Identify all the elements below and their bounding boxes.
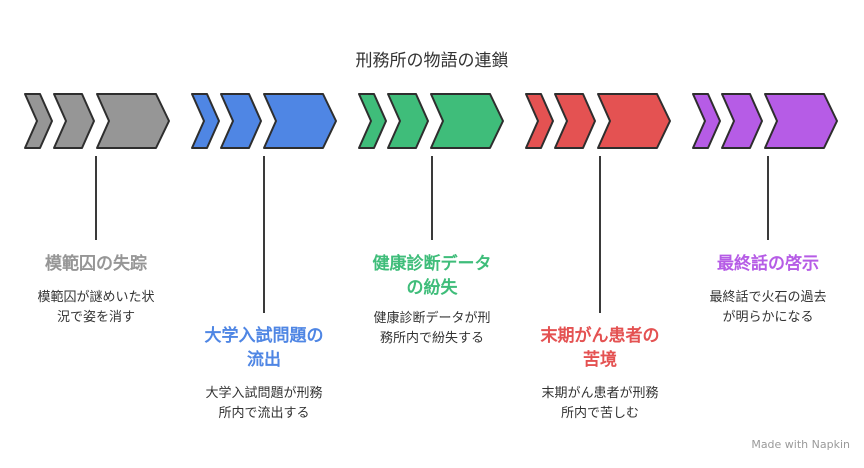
- stage-4-heading-line: 末期がん患者の: [540, 326, 660, 346]
- stage-4-chevron-3: [597, 93, 671, 149]
- stage-2-chevron-2: [220, 93, 262, 149]
- stage-5-chevrons: [692, 93, 838, 149]
- napkin-watermark: Made with Napkin: [751, 438, 850, 451]
- stage-2-chevrons: [191, 93, 337, 149]
- stage-3-chevrons: [358, 93, 504, 149]
- stage-2-heading: 大学入試問題の流出: [179, 324, 349, 372]
- stage-4-description-line: 所内で苦しむ: [560, 406, 639, 421]
- stage-1-chevrons: [24, 93, 170, 149]
- stage-5-chevron-1: [692, 93, 721, 149]
- stage-3-chevron-1: [358, 93, 387, 149]
- stage-3-connector: [431, 156, 433, 240]
- stage-1-chevron-1: [24, 93, 53, 149]
- stage-1-heading-line: 模範囚の失踪: [45, 254, 147, 274]
- stage-1-description-line: 況で姿を消す: [56, 310, 135, 325]
- stage-4-description-line: 末期がん患者が刑務: [541, 386, 659, 401]
- stage-2-heading-line: 大学入試問題の: [204, 326, 324, 346]
- stage-4-connector: [599, 156, 601, 313]
- stage-3-chevron-3: [430, 93, 504, 149]
- stage-5-description: 最終話で火石の過去が明らかになる: [683, 288, 853, 328]
- stage-2-description-line: 所内で流出する: [218, 406, 310, 421]
- stage-5-description-line: が明らかになる: [722, 310, 814, 325]
- stage-5-chevron-3: [764, 93, 838, 149]
- stage-1-description-line: 模範囚が謎めいた状: [37, 290, 155, 305]
- stage-3-description: 健康診断データが刑務所内で紛失する: [347, 309, 517, 349]
- stage-2-chevron-3: [263, 93, 337, 149]
- stage-3-heading-line: 健康診断データ: [372, 254, 492, 274]
- watermark-text: Made with Napkin: [751, 438, 850, 451]
- stage-3-heading: 健康診断データの紛失: [347, 252, 517, 300]
- stage-3-heading-line: の紛失: [406, 278, 458, 298]
- stage-2-heading-line: 流出: [247, 350, 281, 370]
- stage-4-chevron-2: [554, 93, 596, 149]
- stage-1-chevron-3: [96, 93, 170, 149]
- stage-1-description: 模範囚が謎めいた状況で姿を消す: [11, 288, 181, 328]
- stage-5-chevron-2: [721, 93, 763, 149]
- stage-5-heading-line: 最終話の啓示: [717, 254, 819, 274]
- stage-4-heading: 末期がん患者の苦境: [515, 324, 685, 372]
- stage-3-description-line: 務所内で紛失する: [379, 331, 484, 346]
- stage-4-chevrons: [525, 93, 671, 149]
- stage-3-description-line: 健康診断データが刑: [373, 311, 491, 326]
- stage-2-chevron-1: [191, 93, 220, 149]
- stage-5-connector: [767, 156, 769, 240]
- stage-1-chevron-2: [53, 93, 95, 149]
- stage-2-connector: [263, 156, 265, 313]
- stage-5-heading: 最終話の啓示: [683, 252, 853, 276]
- stage-4-description: 末期がん患者が刑務所内で苦しむ: [515, 384, 685, 424]
- stage-1-connector: [95, 156, 97, 240]
- diagram-title: 刑務所の物語の連鎖: [355, 51, 509, 71]
- stage-2-description-line: 大学入試問題が刑務: [205, 386, 323, 401]
- stage-3-chevron-2: [387, 93, 429, 149]
- stage-4-heading-line: 苦境: [583, 350, 617, 370]
- stage-2-description: 大学入試問題が刑務所内で流出する: [179, 384, 349, 424]
- stage-1-heading: 模範囚の失踪: [11, 252, 181, 276]
- stage-4-chevron-1: [525, 93, 554, 149]
- stage-5-description-line: 最終話で火石の過去: [709, 290, 827, 305]
